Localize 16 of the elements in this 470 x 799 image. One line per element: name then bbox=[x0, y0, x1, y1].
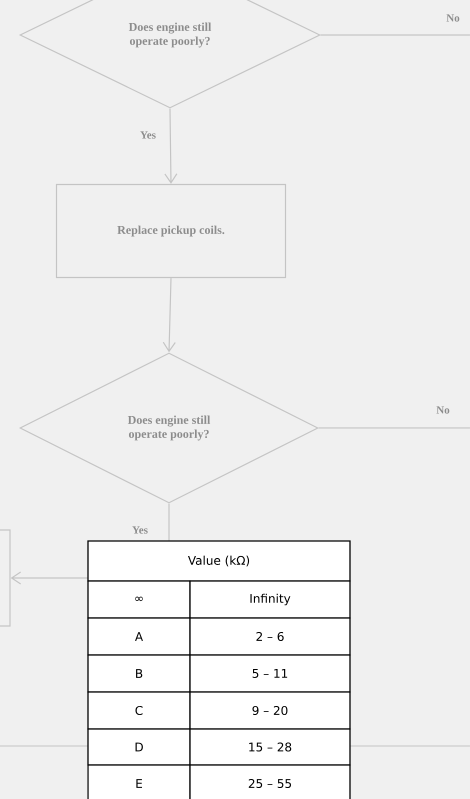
table-cell: 5 – 11 bbox=[189, 654, 351, 693]
table-cell: E bbox=[87, 764, 191, 799]
table-cell: 25 – 55 bbox=[189, 764, 351, 799]
table-cell: A bbox=[87, 617, 191, 656]
table-cell: 9 – 20 bbox=[189, 691, 351, 730]
process-box: Replace pickup coils. bbox=[56, 184, 286, 278]
arrow bbox=[164, 108, 178, 184]
table-cell: 15 – 28 bbox=[189, 728, 351, 766]
table-cell: B bbox=[87, 654, 191, 693]
table-cell: C bbox=[87, 691, 191, 730]
arrow bbox=[162, 278, 176, 352]
table-cell: D bbox=[87, 728, 191, 766]
table-cell: Infinity bbox=[189, 580, 351, 619]
table-cell: 2 – 6 bbox=[189, 617, 351, 656]
table-cell: ∞ bbox=[87, 580, 191, 619]
process-box bbox=[0, 529, 11, 627]
